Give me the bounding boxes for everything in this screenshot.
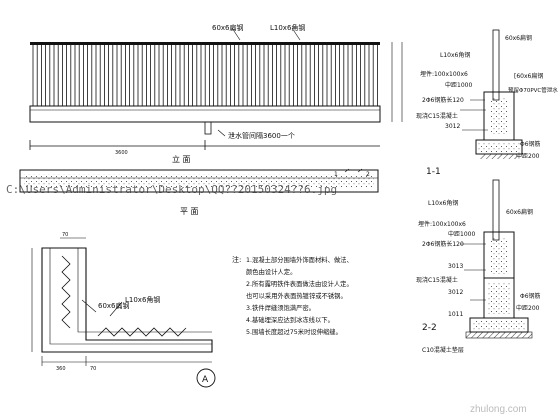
detail-a-dim-360: 360 bbox=[56, 366, 66, 372]
section-2-embed-label: 埋件:100x100x6 bbox=[418, 220, 466, 228]
detail-a-dim-70-top: 70 bbox=[62, 232, 68, 238]
elevation-dim-3600: 3600 bbox=[115, 150, 128, 156]
note-line: 5.围墙长度超过75米时设伸缩缝。 bbox=[246, 327, 342, 336]
detail-bubble-label: A bbox=[202, 375, 209, 385]
elevation-view: 60x6扁钢 L10x6角钢 3600 泄水管间隔3600一个 立 面 bbox=[29, 23, 403, 164]
section-2-rebar-label: 2Φ6钢筋长120 bbox=[422, 240, 464, 248]
fence-bars bbox=[32, 45, 378, 106]
note-line: 4.基础埋深应达到冰冻线以下。 bbox=[246, 315, 334, 324]
detail-bubble-a bbox=[196, 368, 216, 388]
drain-pipe bbox=[204, 121, 212, 135]
flat-bar-label: 60x6扁钢 bbox=[212, 23, 244, 32]
detail-a: 70 360 70 60x6扁钢 L10x6角钢 A bbox=[31, 232, 216, 388]
note-line: 2.所有露明铁件表面做法由设计人定。 bbox=[246, 279, 353, 288]
note-line: 3.铁件焊缝须饱满严密。 bbox=[246, 303, 315, 312]
fence-wall-base bbox=[29, 105, 381, 123]
section-2-stirrup-spacing: 中距200 bbox=[516, 304, 540, 312]
detail-a-flat-label: 60x6扁钢 bbox=[98, 301, 130, 310]
section-1-embed-label: 埋件:100x100x6 bbox=[420, 70, 468, 78]
note-line: 颜色由设计人定。 bbox=[246, 267, 296, 276]
notes-header: 注: bbox=[232, 255, 241, 264]
section-2-stirrup-label: Φ6钢筋 bbox=[520, 292, 541, 300]
section-1-pipe-label: 预留Φ70PVC管泄水 bbox=[508, 86, 558, 94]
fence-top-rail bbox=[30, 42, 380, 45]
angle-steel-label: L10x6角钢 bbox=[270, 23, 305, 32]
section-1-rebar-label: 2Φ6钢筋长120 bbox=[422, 96, 464, 104]
detail-a-angle-label: L10x6角钢 bbox=[125, 295, 160, 304]
note-line: 1.混凝土部分围墙外饰面材料、做法、 bbox=[246, 255, 353, 264]
detail-a-rebar-zigzag bbox=[61, 255, 187, 337]
drain-pipe-label: 泄水管间隔3600一个 bbox=[228, 131, 295, 140]
section-2-post bbox=[492, 179, 500, 241]
section-1-flat-label: 60x6扁钢 bbox=[505, 34, 532, 42]
detail-a-dim-70: 70 bbox=[90, 366, 96, 372]
section-1-stirrup-label: Φ6钢筋 bbox=[520, 140, 541, 148]
section-1-1: 60x6扁钢 L10x6角钢 埋件:100x100x6 中距1000 预留Φ70… bbox=[416, 29, 558, 177]
site-watermark: zhulong.com bbox=[470, 404, 527, 415]
section-2-dim-1011: 1011 bbox=[448, 311, 463, 318]
elevation-title: 立 面 bbox=[172, 154, 191, 164]
section-2-concrete-label: 现浇C15混凝土 bbox=[416, 276, 458, 284]
section-2-flat-label: 60x6扁钢 bbox=[506, 208, 533, 216]
section-1-title: 1-1 bbox=[426, 167, 441, 177]
section-1-stirrup-spacing: 中距200 bbox=[516, 152, 540, 160]
section-1-embed-spacing: 中距1000 bbox=[445, 81, 472, 89]
section-1-angle-label: L10x6角钢 bbox=[440, 51, 470, 59]
file-path-watermark: C:\Users\Administrator\Desktop\QQ??20150… bbox=[6, 183, 337, 196]
section-2-base bbox=[465, 331, 533, 339]
section-2-title: 2-2 bbox=[422, 323, 437, 333]
section-2-2: L10x6角钢 60x6扁钢 埋件:100x100x6 中距1000 2Φ6钢筋… bbox=[416, 179, 541, 354]
section-marker-2: 2 bbox=[366, 171, 370, 178]
section-1-dim-3012: 3012 bbox=[445, 123, 460, 130]
note-line: 也可以采用外表面热镀锌或不锈钢。 bbox=[246, 291, 347, 300]
plan-wall bbox=[19, 169, 379, 193]
section-2-base-label: C10混凝土垫层 bbox=[422, 346, 464, 354]
section-1-concrete-label: 现浇C15混凝土 bbox=[416, 112, 458, 120]
section-1-post bbox=[492, 29, 500, 101]
detail-a-wall-outer bbox=[41, 247, 213, 353]
plan-title: 平 面 bbox=[180, 207, 199, 216]
section-2-dim-3013: 3013 bbox=[448, 263, 463, 270]
notes-block: 注: 1.混凝土部分围墙外饰面材料、做法、 颜色由设计人定。 2.所有露明铁件表… bbox=[232, 255, 353, 336]
plan-view: 1 2 平 面 bbox=[19, 168, 379, 216]
section-1-flat-label-2: [60x6扁钢 bbox=[514, 72, 543, 80]
section-marker-1: 1 bbox=[334, 171, 338, 178]
section-2-angle-label: L10x6角钢 bbox=[428, 199, 458, 207]
section-2-embed-spacing: 中距1000 bbox=[448, 230, 475, 238]
section-2-dim-3012: 3012 bbox=[448, 289, 463, 296]
